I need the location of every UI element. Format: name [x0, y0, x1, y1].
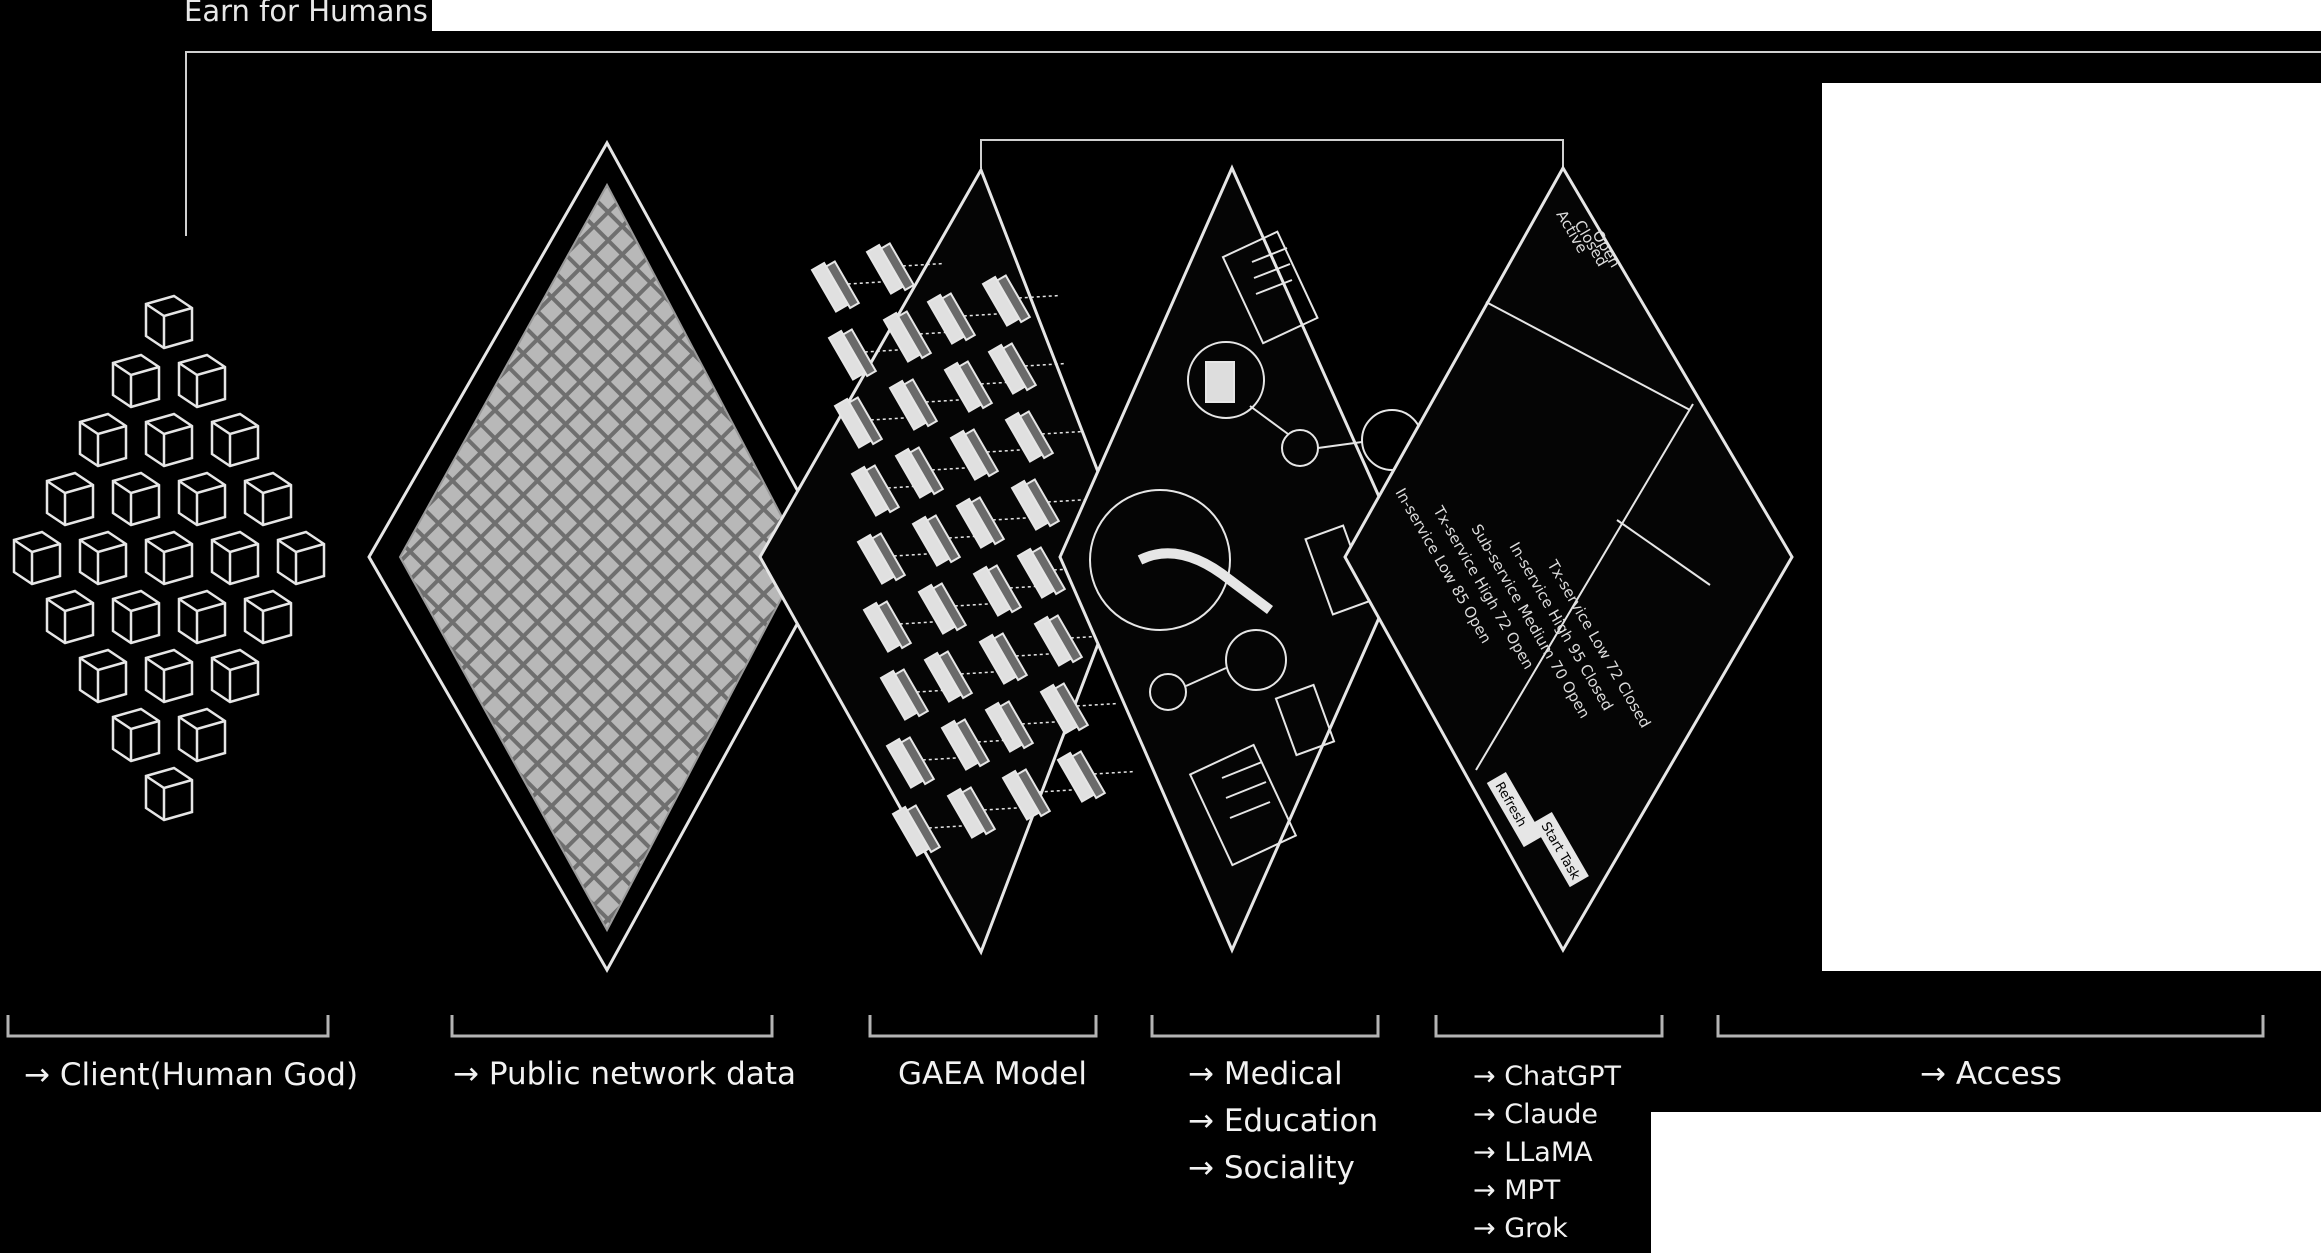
label-public-network: → Public network data	[453, 1054, 796, 1094]
label-medical: → Medical	[1188, 1054, 1343, 1094]
label-claude: → Claude	[1473, 1096, 1598, 1134]
label-chatgpt: → ChatGPT	[1473, 1058, 1621, 1096]
label-education: → Education	[1188, 1101, 1378, 1141]
label-client: → Client(Human God)	[24, 1055, 358, 1095]
label-grok: → Grok	[1473, 1210, 1568, 1248]
label-llama: → LLaMA	[1473, 1134, 1593, 1172]
label-gaea-model: GAEA Model	[898, 1054, 1087, 1094]
label-mpt: → MPT	[1473, 1172, 1560, 1210]
label-access: → Access	[1920, 1054, 2062, 1094]
label-sociality: → Sociality	[1188, 1148, 1355, 1188]
